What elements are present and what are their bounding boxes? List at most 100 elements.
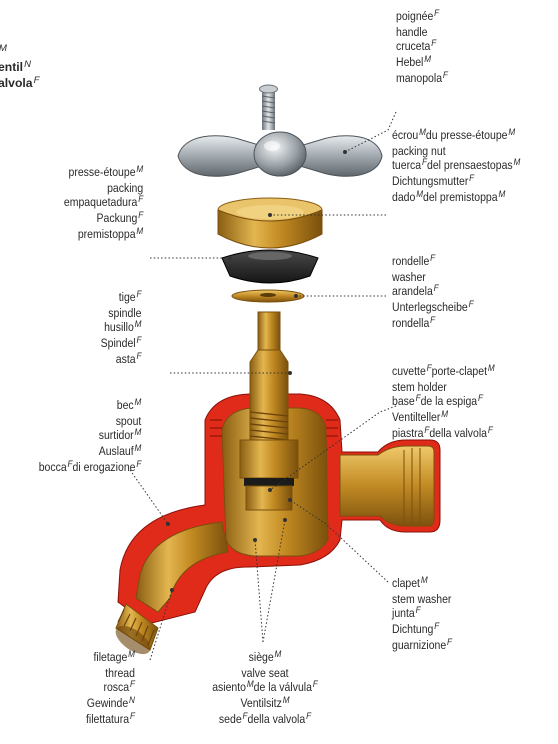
term-text: poignée [396, 9, 433, 23]
term-line: filettaturaF [86, 712, 135, 728]
header-line-3: alvolaF [0, 76, 39, 92]
gender-marker: F [478, 393, 483, 404]
term-text: della valvola [248, 712, 306, 726]
handle-screw [260, 85, 278, 130]
term-line: tigeF [100, 290, 141, 306]
gender-marker: F [416, 393, 421, 404]
gender-marker: F [243, 711, 248, 722]
term-text: washer [392, 270, 426, 284]
term-text: cuvette [392, 364, 426, 378]
gender-marker: M [441, 409, 448, 420]
gender-marker: M [283, 695, 290, 706]
term-text: tuerca [392, 158, 421, 172]
header-line-1: M [0, 44, 39, 60]
term-text: piastra [392, 426, 423, 440]
term-text: Hebel [396, 55, 423, 69]
gender-marker: M [416, 189, 423, 200]
term-text: Spindel [100, 336, 135, 350]
gender-marker: F [469, 173, 474, 184]
gender-marker: N [129, 695, 135, 706]
term-text: di erogazione [72, 460, 135, 474]
term-text: spindle [108, 306, 141, 320]
term-text: junta [392, 606, 415, 620]
term-line: rondellaF [392, 316, 474, 332]
header-fragment: M entilN alvolaF [0, 44, 39, 92]
handle-part [178, 132, 382, 176]
gender-marker: M [247, 679, 254, 690]
term-line: AuslaufM [38, 444, 141, 460]
term-line: crucetaF [396, 39, 448, 55]
term-line: washer [392, 270, 474, 284]
term-text: del premistoppa [423, 190, 498, 204]
gender-marker: M [498, 189, 505, 200]
gender-marker: F [136, 459, 141, 470]
callout-packing-nut: écrouMdu presse-étoupeMpacking nuttuerca… [392, 128, 520, 206]
term-text: de la espiga [421, 394, 478, 408]
term-line: sedeFdella valvolaF [175, 712, 356, 728]
term-line: arandelaF [392, 284, 474, 300]
gender-marker: F [424, 425, 429, 436]
term-line: valve seat [175, 666, 356, 680]
gender-marker: F [136, 335, 141, 346]
term-line: GewindeN [86, 696, 135, 712]
term-line: spindle [100, 306, 141, 320]
gender-marker: F [434, 283, 439, 294]
term-text: tige [118, 290, 135, 304]
gender-marker: M [134, 427, 141, 438]
term-text: spout [115, 414, 141, 428]
term-text: filetage [94, 650, 128, 664]
term-line: HebelM [396, 55, 448, 71]
gender-marker: M [419, 127, 426, 138]
gender-marker: M [424, 54, 431, 65]
term-line: rondelleF [392, 254, 474, 270]
term-text: filettatura [86, 712, 129, 726]
gender-marker: F [431, 38, 436, 49]
term-text: dado [392, 190, 415, 204]
gender-marker: F [138, 210, 143, 221]
term-text: thread [105, 666, 135, 680]
term-line: packing nut [392, 144, 520, 158]
header-line-2: entilN [0, 60, 39, 76]
term-line: siègeM [175, 650, 356, 666]
gender-marker: F [422, 157, 427, 168]
gender-marker: F [138, 194, 143, 205]
term-text: handle [396, 25, 427, 39]
term-text: Packung [96, 211, 137, 225]
gender-marker: F [447, 637, 452, 648]
callout-packing: presse-étoupeMpackingempaquetaduraFPacku… [64, 165, 143, 243]
gender-marker: F [136, 289, 141, 300]
term-line: tuercaFdel prensaestopasM [392, 158, 520, 174]
term-text: Ventilsitz [240, 696, 281, 710]
gender-marker: M [134, 397, 141, 408]
term-text: rondelle [392, 254, 429, 268]
gender-marker: F [443, 70, 448, 81]
term-text: stem holder [392, 380, 447, 394]
term-line: handle [396, 25, 448, 39]
term-text: stem washer [392, 592, 451, 606]
term-line: DichtungF [392, 622, 452, 638]
spindle-part [250, 312, 288, 440]
gender-marker: F [313, 679, 318, 690]
term-line: thread [86, 666, 135, 680]
term-text: sede [219, 712, 242, 726]
term-text: Unterlegscheibe [392, 300, 468, 314]
term-line: manopolaF [396, 71, 448, 87]
gender-marker: F [488, 425, 493, 436]
term-text: presse-étoupe [68, 165, 135, 179]
gender-marker: F [469, 299, 474, 310]
term-line: stem washer [392, 592, 452, 606]
term-text: cruceta [396, 39, 430, 53]
term-text: porte-clapet [432, 364, 487, 378]
term-line: premistoppaM [64, 227, 143, 243]
term-line: spout [38, 414, 141, 428]
gender-marker: M [421, 575, 428, 586]
gender-marker: F [130, 711, 135, 722]
term-line: VentilsitzM [175, 696, 356, 712]
term-text: siège [249, 650, 274, 664]
term-line: poignéeF [396, 9, 448, 25]
term-line: juntaF [392, 606, 452, 622]
